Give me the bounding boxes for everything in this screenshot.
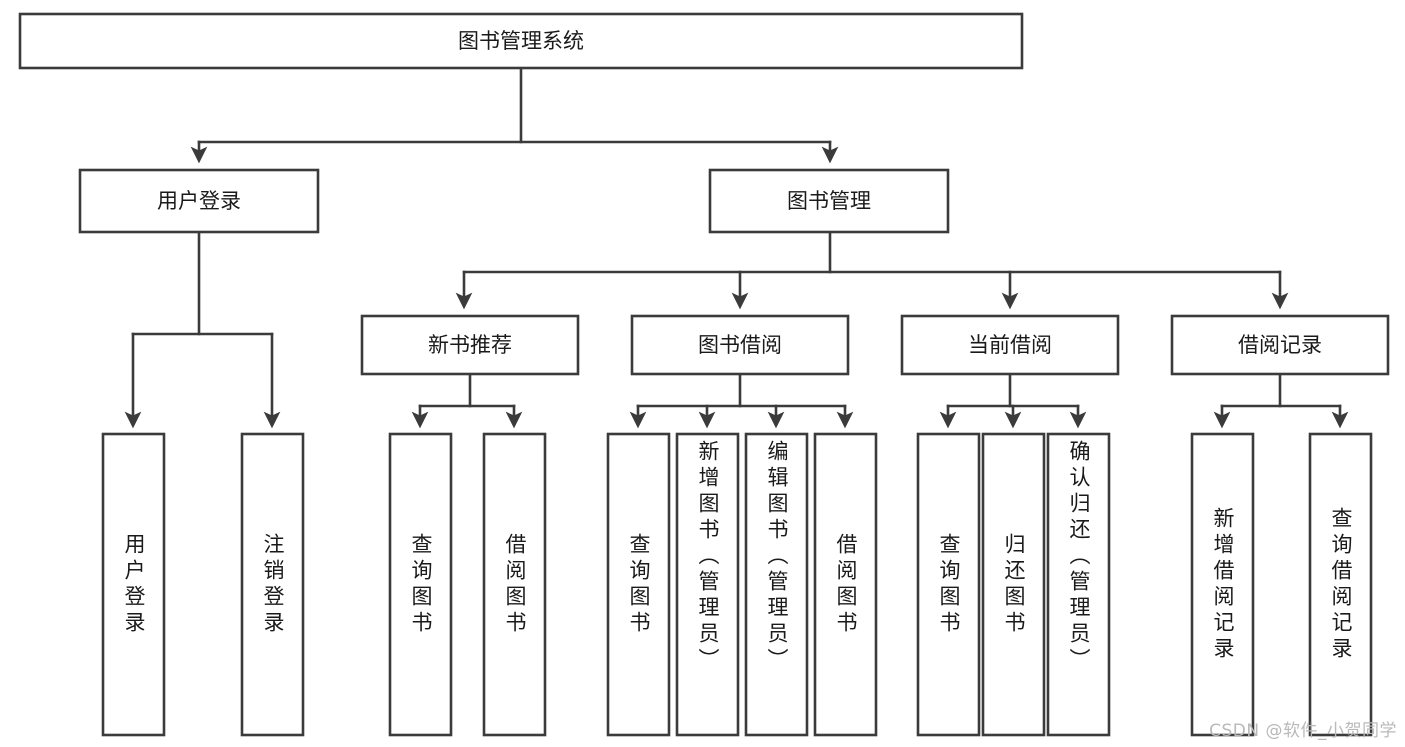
node-user-login-label: 用户登录	[157, 189, 241, 213]
node-user-login-rect[interactable]	[78, 168, 320, 234]
connector-group-current-borrow	[939, 372, 1087, 429]
leaf-rect-borrow-book-2[interactable]	[813, 432, 878, 737]
node-root-rect[interactable]	[18, 12, 1024, 70]
leaf-rect-add-book[interactable]	[675, 432, 740, 737]
node-borrow-record-rect[interactable]	[1170, 314, 1390, 376]
csdn-watermark: CSDN @软件_小贺同学	[1209, 721, 1397, 741]
connector-group-new-book-rec	[411, 372, 523, 429]
node-new-book-rec-rect[interactable]	[360, 314, 580, 376]
leaf-rect-query-book-3[interactable]	[916, 432, 981, 737]
leaf-rect-query-book-2[interactable]	[606, 432, 671, 737]
leaf-rect-add-record[interactable]	[1190, 432, 1255, 737]
node-borrow-record[interactable]: 借阅记录	[1170, 314, 1390, 376]
connector-group-borrow-record	[1213, 372, 1349, 429]
leaf-rect-logout[interactable]	[240, 432, 305, 737]
node-book-borrow[interactable]: 图书借阅	[630, 314, 850, 376]
leaf-rect-query-book-1[interactable]	[388, 432, 453, 737]
node-current-borrow[interactable]: 当前借阅	[900, 314, 1120, 376]
connector-group-root	[190, 66, 839, 164]
leaf-rect-edit-book[interactable]	[744, 432, 809, 737]
node-user-login[interactable]: 用户登录	[78, 168, 320, 234]
node-root-label: 图书管理系统	[458, 29, 584, 53]
connector-group-book-manage	[455, 230, 1289, 310]
leaf-rect-borrow-book-1[interactable]	[482, 432, 547, 737]
connector-group-book-borrow	[629, 372, 854, 429]
node-book-manage-rect[interactable]	[708, 168, 950, 234]
node-new-book-rec-label: 新书推荐	[428, 333, 512, 357]
node-book-borrow-label: 图书借阅	[698, 333, 782, 357]
node-current-borrow-label: 当前借阅	[968, 333, 1052, 357]
node-new-book-rec[interactable]: 新书推荐	[360, 314, 580, 376]
node-book-manage[interactable]: 图书管理	[708, 168, 950, 234]
leaf-rect-return-book[interactable]	[981, 432, 1046, 737]
node-borrow-record-label: 借阅记录	[1238, 333, 1322, 357]
leaf-rect-user-login[interactable]	[101, 432, 166, 737]
leaf-rect-query-record[interactable]	[1308, 432, 1373, 737]
node-book-manage-label: 图书管理	[787, 189, 871, 213]
node-root[interactable]: 图书管理系统	[18, 12, 1024, 70]
connector-group-user-login	[124, 230, 281, 429]
leaf-rect-confirm-return[interactable]	[1046, 432, 1111, 737]
node-current-borrow-rect[interactable]	[900, 314, 1120, 376]
node-book-borrow-rect[interactable]	[630, 314, 850, 376]
leaf-box-group	[101, 432, 1373, 737]
